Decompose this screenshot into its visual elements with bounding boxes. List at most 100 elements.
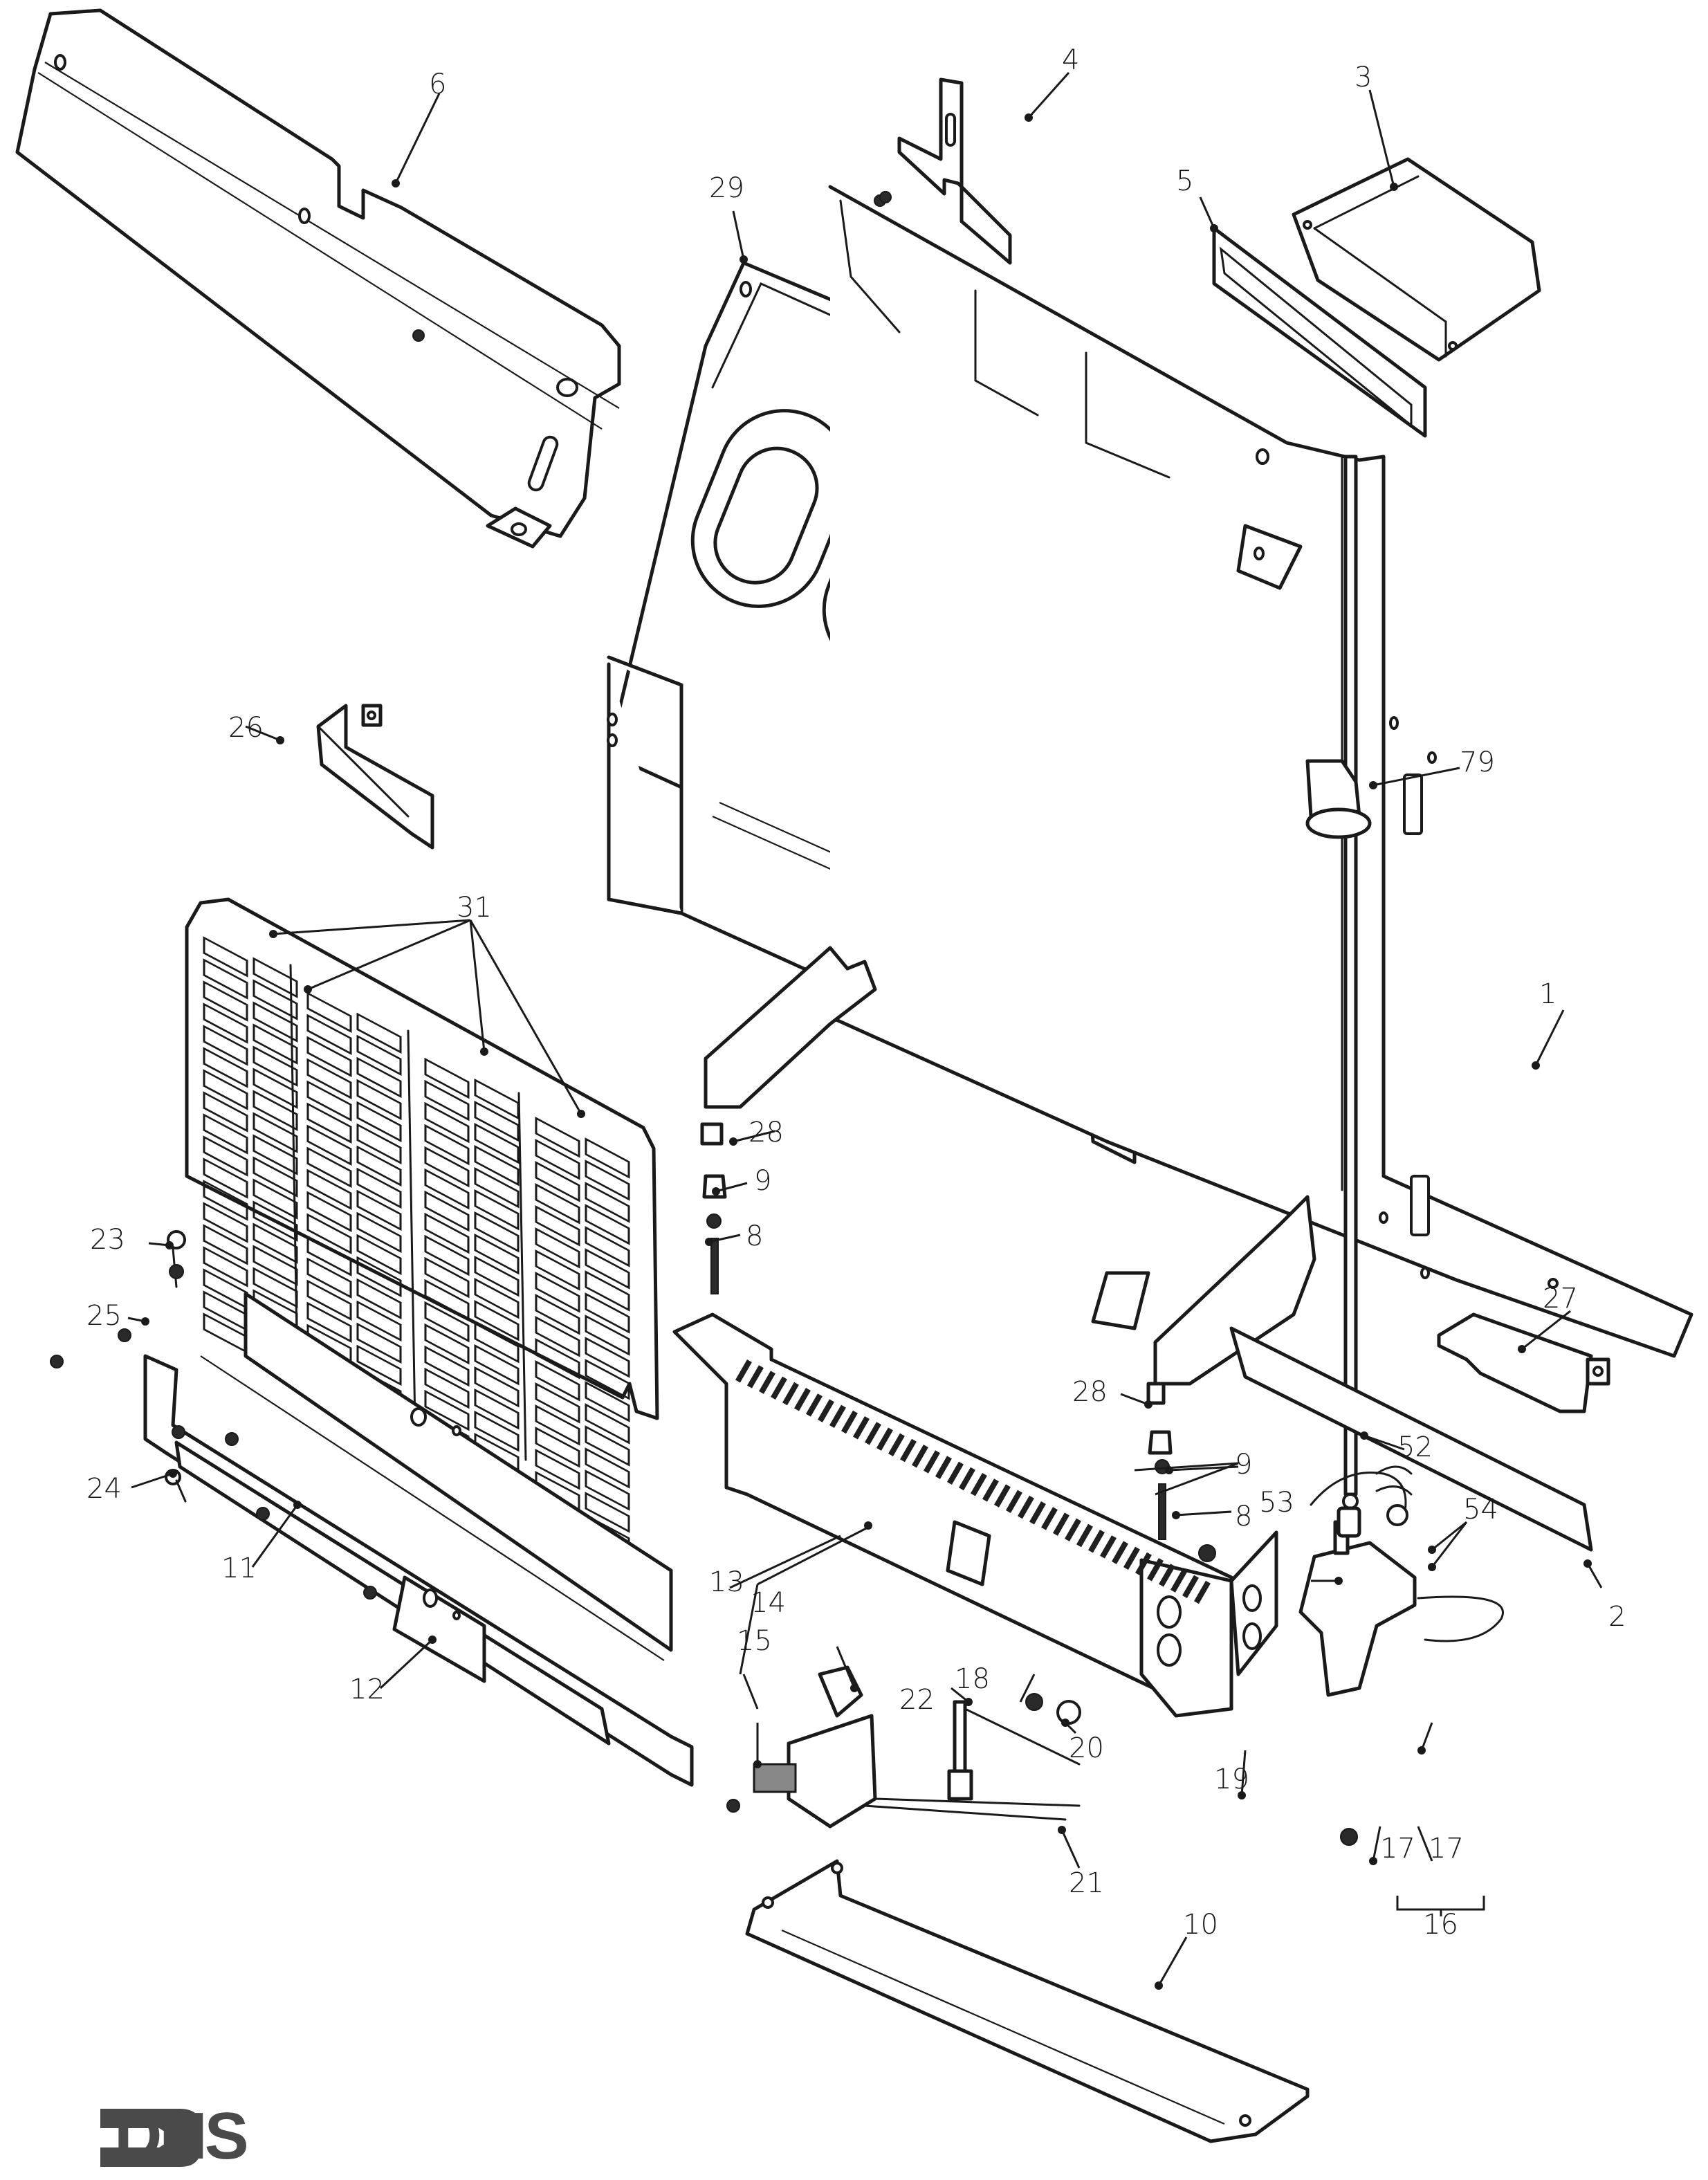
burner-port-slot [794, 1387, 811, 1411]
burner-port-slot [1194, 1580, 1211, 1604]
louver-slat [203, 1180, 248, 1221]
callout-17a: 17 [1429, 1833, 1464, 1865]
callout-79: 79 [1460, 746, 1495, 778]
louver-slat [252, 1267, 298, 1308]
louver-slat [535, 1227, 580, 1269]
louver-slat [585, 1359, 630, 1400]
callout-19: 19 [1214, 1764, 1249, 1795]
parts-53-54 [1337, 1465, 1413, 1538]
louver-slat [203, 1047, 248, 1088]
callout-20: 20 [1069, 1732, 1104, 1764]
louver-slat [356, 1101, 402, 1143]
louver-slat [306, 991, 352, 1034]
burner-port-slot [994, 1484, 1011, 1508]
louver-slat [306, 1080, 352, 1122]
louver-slat [203, 958, 248, 1000]
louver-slat [306, 1058, 352, 1100]
callout-8b: 8 [1235, 1501, 1252, 1532]
grille-louvers [203, 936, 630, 1555]
louver-slat [203, 1025, 248, 1066]
louver-slat [585, 1469, 630, 1511]
burner-port-slot [782, 1382, 799, 1406]
louver-slat [306, 1036, 352, 1078]
louver-slat [474, 1321, 520, 1364]
louver-slat [356, 1167, 402, 1209]
louver-slat [474, 1277, 520, 1319]
callout-23: 23 [90, 1224, 125, 1256]
callout-9b: 9 [1235, 1449, 1252, 1481]
louver-slat [252, 1023, 298, 1065]
louver-slat [203, 1268, 248, 1310]
louver-slat [474, 1366, 520, 1408]
louver-slat [424, 1057, 470, 1099]
callout-22: 22 [899, 1684, 935, 1716]
callout-4: 4 [1062, 44, 1079, 76]
louver-slat [252, 1090, 298, 1131]
burner-ports [735, 1359, 1211, 1604]
callout-27: 27 [1543, 1283, 1578, 1315]
louver-slat [252, 1068, 298, 1109]
louver-slat [585, 1270, 630, 1312]
burner-port-slot [771, 1376, 787, 1400]
louver-slat [306, 1279, 352, 1321]
burner-port-slot [1006, 1490, 1022, 1514]
burner-port-slot [1029, 1501, 1046, 1525]
part-19-plate [1229, 1530, 1278, 1676]
louver-slat [424, 1124, 470, 1166]
part-11-rail [143, 1292, 694, 1787]
louver-slat [474, 1166, 520, 1209]
louver-slat [203, 1002, 248, 1044]
brand-logo-text: DHS [114, 2099, 249, 2173]
callout-3: 3 [1355, 62, 1372, 93]
louver-slat [252, 957, 298, 998]
louver-slat [356, 1300, 402, 1342]
louver-slat [424, 1367, 470, 1409]
callout-12: 12 [349, 1674, 385, 1705]
louver-slat [535, 1139, 580, 1180]
callout-8a: 8 [746, 1220, 763, 1252]
louver-slat [535, 1272, 580, 1313]
part-27-bracket [1437, 1312, 1610, 1413]
louver-slat [474, 1211, 520, 1253]
burner-port-slot [1100, 1535, 1117, 1559]
burner-port-slot [971, 1473, 987, 1496]
part-6-shield-panel [15, 8, 621, 549]
burner-port-slot [1076, 1523, 1093, 1548]
louver-slat [356, 1079, 402, 1121]
louver-slat [424, 1301, 470, 1343]
louver-slat [535, 1338, 580, 1380]
callout-5: 5 [1176, 165, 1193, 197]
part-26-bracket [316, 704, 434, 850]
louver-slat [535, 1449, 580, 1490]
louver-slat [356, 1012, 402, 1054]
part-4-bracket [874, 77, 1012, 265]
burner-port-slot [912, 1445, 928, 1468]
burner-port-slot [1170, 1569, 1187, 1593]
part-5-gasket [1212, 226, 1427, 438]
burner-port-slot [735, 1359, 752, 1383]
louver-slat [356, 1034, 402, 1077]
burner-port-slot [876, 1427, 893, 1451]
louver-slat [535, 1427, 580, 1468]
burner-port-slot [1041, 1507, 1058, 1530]
louver-slat [203, 1135, 248, 1177]
callout-28a: 28 [749, 1117, 784, 1148]
louver-slat [585, 1204, 630, 1245]
louver-slat [306, 1191, 352, 1233]
louver-slat [252, 1045, 298, 1087]
louver-slat [424, 1079, 470, 1121]
louver-slat [585, 1248, 630, 1290]
burner-port-slot [888, 1433, 905, 1457]
louver-slat [474, 1144, 520, 1187]
callout-labels: 1 2 3 4 5 6 8 8 9 9 10 11 12 13 14 15 16… [86, 44, 1626, 1941]
burner-port-slot [1147, 1558, 1164, 1582]
louver-slat [356, 1234, 402, 1276]
louver-slat [585, 1292, 630, 1334]
callout-10: 10 [1183, 1909, 1218, 1941]
louver-slat [424, 1256, 470, 1299]
burner-port-slot [982, 1478, 999, 1502]
callout-11: 11 [221, 1552, 257, 1584]
louver-slat [252, 1112, 298, 1153]
louver-slat [356, 1189, 402, 1231]
